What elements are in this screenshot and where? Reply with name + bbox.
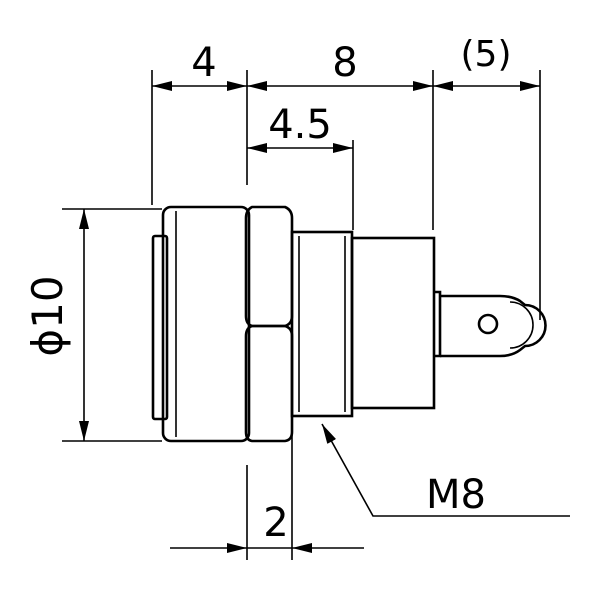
- label-bottom: 2: [263, 500, 288, 546]
- thread-leader: [321, 423, 570, 517]
- label-top-right: (5): [461, 34, 512, 75]
- threaded-body: [290, 230, 354, 418]
- dimension-labels: 4 8 (5) 4.5 ϕ10 2 M8: [23, 34, 512, 546]
- solder-tab: [434, 290, 547, 358]
- jack-component: [151, 205, 547, 443]
- dimension-lines: [62, 70, 570, 560]
- rear-housing: [350, 236, 436, 410]
- label-thread: M8: [426, 472, 486, 518]
- label-inner-top: 4.5: [268, 102, 332, 148]
- label-top-middle: 8: [332, 40, 357, 86]
- hex-nut: [244, 205, 294, 443]
- front-cap: [151, 205, 251, 443]
- label-diameter: ϕ10: [23, 275, 72, 356]
- label-top-left: 4: [191, 40, 216, 86]
